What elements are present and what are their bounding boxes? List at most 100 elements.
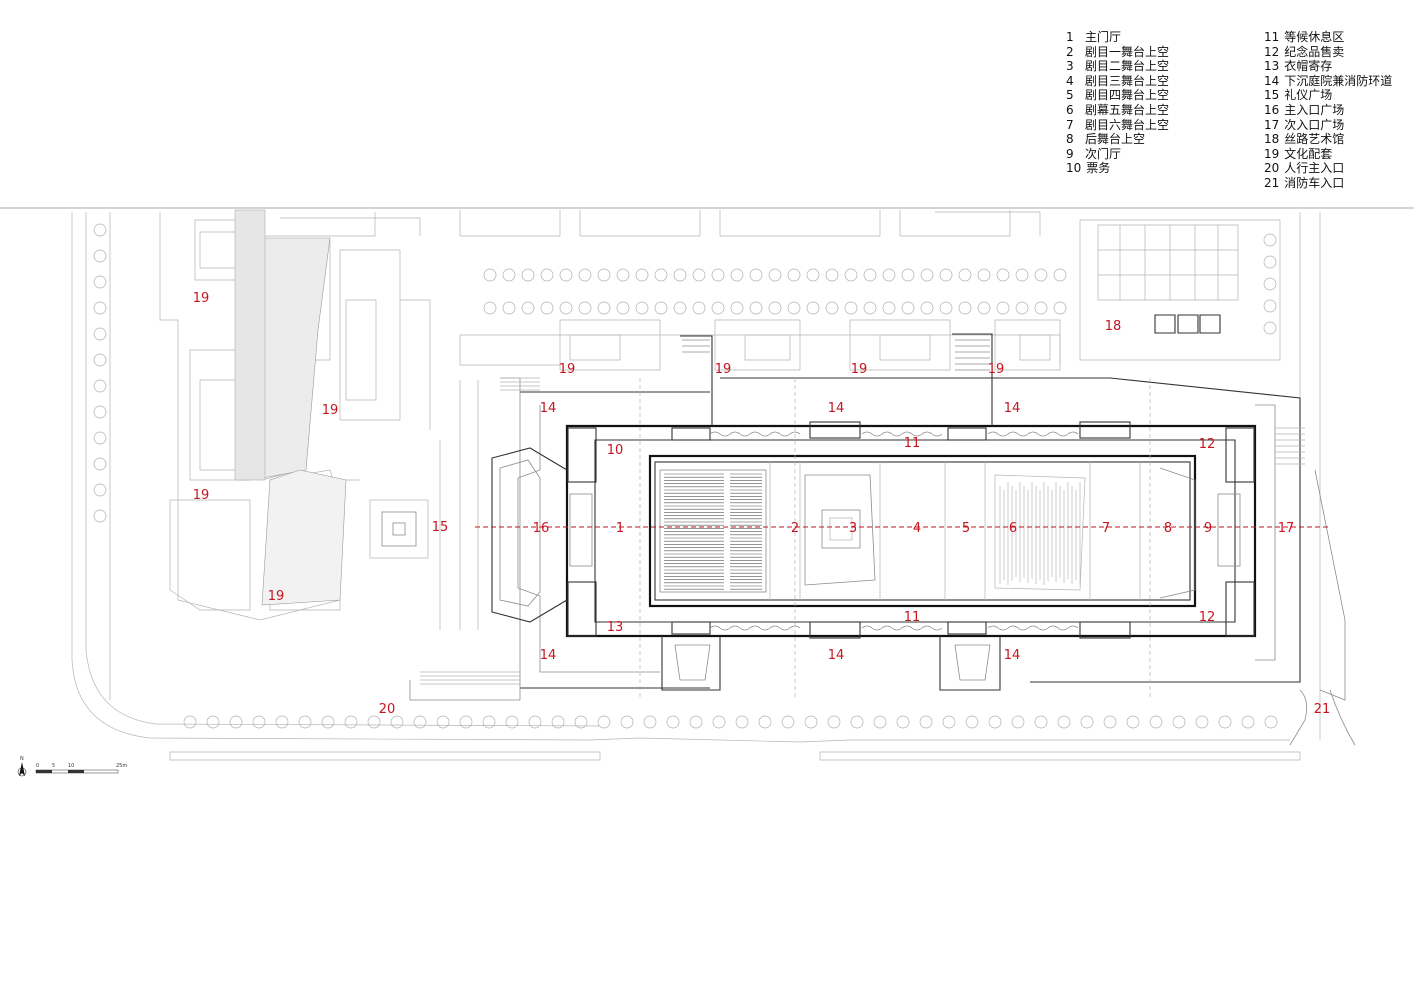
- tree-icon: [505, 715, 519, 729]
- legend-text: 次门厅: [1085, 146, 1122, 161]
- legend-text: 后舞台上空: [1085, 132, 1146, 147]
- area-label-19: 19: [193, 488, 210, 503]
- tree-icon: [436, 715, 450, 729]
- tree-icon: [958, 301, 972, 315]
- area-label-19: 19: [559, 362, 576, 377]
- area-label-4: 4: [913, 521, 921, 536]
- legend-text: 人行主入口: [1284, 161, 1345, 176]
- tree-icon: [635, 301, 649, 315]
- tree-icon: [882, 301, 896, 315]
- tree-icon: [1015, 268, 1029, 282]
- plaza-paving: [234, 209, 347, 606]
- tree-icon: [692, 268, 706, 282]
- tree-icon: [93, 509, 107, 523]
- area-label-8: 8: [1164, 521, 1172, 536]
- tree-icon: [93, 275, 107, 289]
- tree-icon: [711, 268, 725, 282]
- tree-icon: [673, 268, 687, 282]
- tree-icon: [275, 715, 289, 729]
- ceremonial-plaza: [369, 380, 479, 630]
- tree-icon: [965, 715, 979, 729]
- tree-icon: [666, 715, 680, 729]
- area-label-20: 20: [379, 702, 396, 717]
- legend-number: 2: [1066, 44, 1074, 59]
- tree-icon: [730, 301, 744, 315]
- tree-icon: [540, 268, 554, 282]
- tree-icon: [597, 268, 611, 282]
- area-label-18: 18: [1105, 319, 1122, 334]
- tree-icon: [711, 301, 725, 315]
- legend-number: 10: [1066, 161, 1082, 176]
- legend-number: 4: [1066, 73, 1074, 88]
- legend-text: 剧目一舞台上空: [1085, 44, 1170, 59]
- area-label-19: 19: [988, 362, 1005, 377]
- tree-icon: [673, 301, 687, 315]
- legend-text: 主入口广场: [1284, 102, 1345, 117]
- legend-text: 剧目六舞台上空: [1085, 117, 1170, 132]
- tree-icon: [540, 301, 554, 315]
- tree-icon: [1126, 715, 1140, 729]
- tree-icon: [825, 268, 839, 282]
- tree-icon: [942, 715, 956, 729]
- tree-icon: [1053, 268, 1067, 282]
- tree-icon: [206, 715, 220, 729]
- area-label-5: 5: [962, 521, 970, 536]
- legend-number: 15: [1264, 88, 1280, 103]
- tree-icon: [712, 715, 726, 729]
- tree-icon: [578, 268, 592, 282]
- legend-number: 16: [1264, 102, 1280, 117]
- area-label-3: 3: [849, 521, 857, 536]
- tree-icon: [996, 268, 1010, 282]
- legend-item: 2 剧目一舞台上空: [1066, 45, 1169, 60]
- tree-icon: [1034, 268, 1048, 282]
- tree-icon: [93, 457, 107, 471]
- tree-icon: [939, 301, 953, 315]
- area-label-9: 9: [1204, 521, 1212, 536]
- tree-icon: [1034, 301, 1048, 315]
- legend-text: 下沉庭院兼消防环道: [1284, 73, 1393, 88]
- legend-text: 剧目三舞台上空: [1085, 73, 1170, 88]
- tree-icon: [919, 715, 933, 729]
- tree-icon: [1263, 321, 1277, 335]
- scale-tick-25m: 25m: [116, 763, 127, 769]
- tree-icon: [1080, 715, 1094, 729]
- north-label: N: [20, 756, 24, 762]
- area-label-10: 10: [607, 443, 624, 458]
- tree-icon: [367, 715, 381, 729]
- legend-item: 8 后舞台上空: [1066, 132, 1169, 147]
- tree-icon: [787, 268, 801, 282]
- legend-number: 18: [1264, 132, 1280, 147]
- tree-icon: [850, 715, 864, 729]
- tree-icon: [827, 715, 841, 729]
- area-label-14: 14: [540, 648, 557, 663]
- tree-icon: [654, 301, 668, 315]
- legend-text: 票务: [1086, 161, 1111, 176]
- tree-icon: [758, 715, 772, 729]
- tree-icon: [502, 301, 516, 315]
- area-label-1: 1: [616, 521, 624, 536]
- area-label-19: 19: [268, 589, 285, 604]
- tree-icon: [643, 715, 657, 729]
- area-label-6: 6: [1009, 521, 1017, 536]
- area-label-19: 19: [851, 362, 868, 377]
- legend-number: 8: [1066, 132, 1074, 147]
- tree-icon: [1149, 715, 1163, 729]
- tree-icon: [93, 301, 107, 315]
- tree-icon: [844, 268, 858, 282]
- tree-icon: [901, 268, 915, 282]
- tree-icon: [654, 268, 668, 282]
- legend-item: 4 剧目三舞台上空: [1066, 74, 1169, 89]
- tree-icon: [781, 715, 795, 729]
- tree-icon: [863, 301, 877, 315]
- area-label-15: 15: [432, 520, 449, 535]
- legend-number: 7: [1066, 117, 1074, 132]
